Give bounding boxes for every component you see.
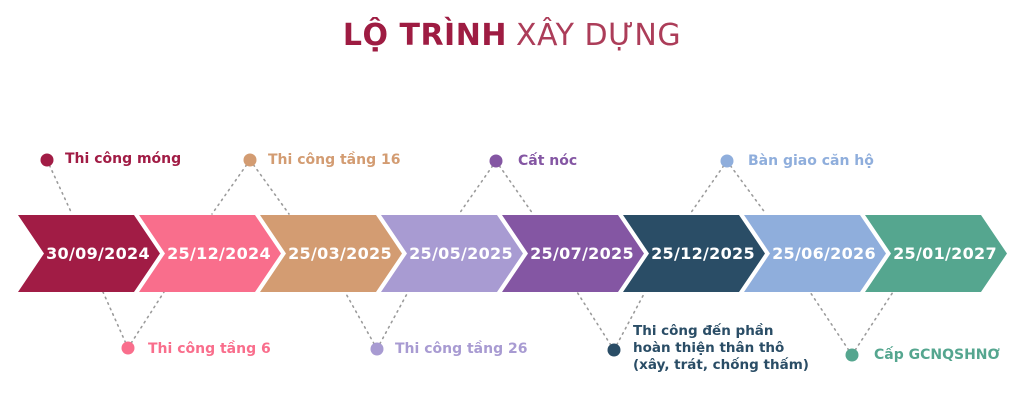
connector-line [249, 159, 290, 215]
milestone-dot-7 [720, 154, 734, 168]
milestone-label-4: Thi công tầng 26 [395, 341, 528, 357]
step-date-7: 25/06/2026 [772, 244, 876, 263]
milestone-dot-1 [40, 153, 54, 167]
timeline-step-2: 25/12/2024 [139, 215, 281, 292]
connector-line [376, 291, 409, 350]
connector-line [127, 291, 165, 349]
milestone-label-1: Thi công móng [65, 151, 182, 167]
milestone-label-3: Thi công tầng 16 [268, 152, 401, 168]
step-date-3: 25/03/2025 [288, 244, 392, 263]
connector-line [102, 291, 129, 349]
connector-line [458, 160, 497, 215]
milestone-dot-8 [845, 348, 859, 362]
step-date-2: 25/12/2024 [167, 244, 271, 263]
milestone-dot-3 [243, 153, 257, 167]
milestone-label-6-line-2: hoàn thiện thân thô [633, 340, 785, 356]
step-date-4: 25/05/2025 [409, 244, 513, 263]
title-primary: LỘ TRÌNH [342, 18, 507, 53]
milestone-dot-6 [607, 343, 621, 357]
connector-line [689, 160, 728, 215]
step-date-1: 30/09/2024 [46, 244, 150, 263]
connector-line [211, 159, 251, 215]
step-date-5: 25/07/2025 [530, 244, 634, 263]
connector-line [46, 159, 73, 215]
milestone-label-6-line-3: (xây, trát, chống thấm) [633, 357, 809, 373]
timeline-step-6: 25/12/2025 [623, 215, 765, 292]
step-date-6: 25/12/2025 [651, 244, 755, 263]
connector-line [576, 291, 615, 351]
milestone-dot-4 [370, 342, 384, 356]
milestone-label-6-line-1: Thi công đến phần [633, 323, 774, 339]
milestone-dot-5 [489, 154, 503, 168]
connector-line [495, 160, 534, 215]
milestone-label-2: Thi công tầng 6 [148, 341, 271, 357]
milestone-dot-2 [121, 341, 135, 355]
connector-line [344, 291, 378, 350]
step-date-8: 25/01/2027 [893, 244, 997, 263]
milestone-label-6: Thi công đến phần hoàn thiện thân thô (x… [633, 323, 809, 374]
milestone-label-5: Cất nóc [518, 153, 578, 169]
title-secondary: XÂY DỰNG [515, 18, 682, 53]
milestone-label-8: Cấp GCNQSHNƠ [874, 347, 1000, 363]
milestone-label-7: Bàn giao căn hộ [748, 153, 874, 169]
connector-line [726, 160, 767, 215]
connector-line [613, 291, 646, 351]
connector-line [851, 291, 894, 356]
connector-line [809, 291, 853, 356]
